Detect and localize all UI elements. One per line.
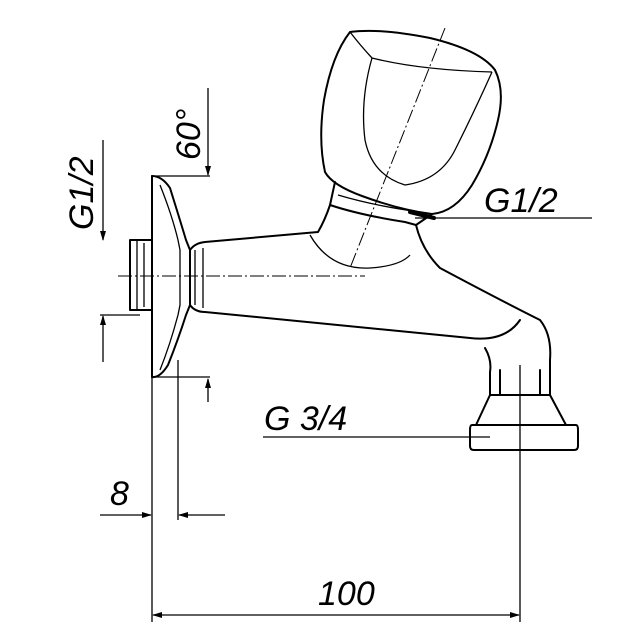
- dimension-flange-depth: 8: [100, 360, 225, 622]
- projection-label: 100: [318, 575, 375, 613]
- outlet-nozzle: [469, 369, 579, 451]
- dimension-valve-thread: G1/2: [415, 182, 592, 220]
- dimension-inlet-thread: G1/2: [63, 140, 140, 362]
- valve-thread-label: G1/2: [484, 182, 558, 220]
- handle-axis-centerline: [349, 27, 446, 269]
- wall-rosette: [151, 175, 191, 379]
- flange-depth-label: 8: [110, 475, 129, 513]
- outlet-thread-label: G 3/4: [264, 400, 347, 438]
- valve-handle: [320, 29, 502, 226]
- dimension-projection: 100: [152, 575, 520, 618]
- dimension-angle: 60°: [152, 88, 211, 402]
- tap-body: [189, 204, 552, 396]
- dimension-outlet-thread: G 3/4: [263, 400, 490, 438]
- inlet-thread-label: G1/2: [63, 156, 101, 230]
- inlet-nut: [129, 239, 153, 311]
- angle-label: 60°: [170, 109, 208, 160]
